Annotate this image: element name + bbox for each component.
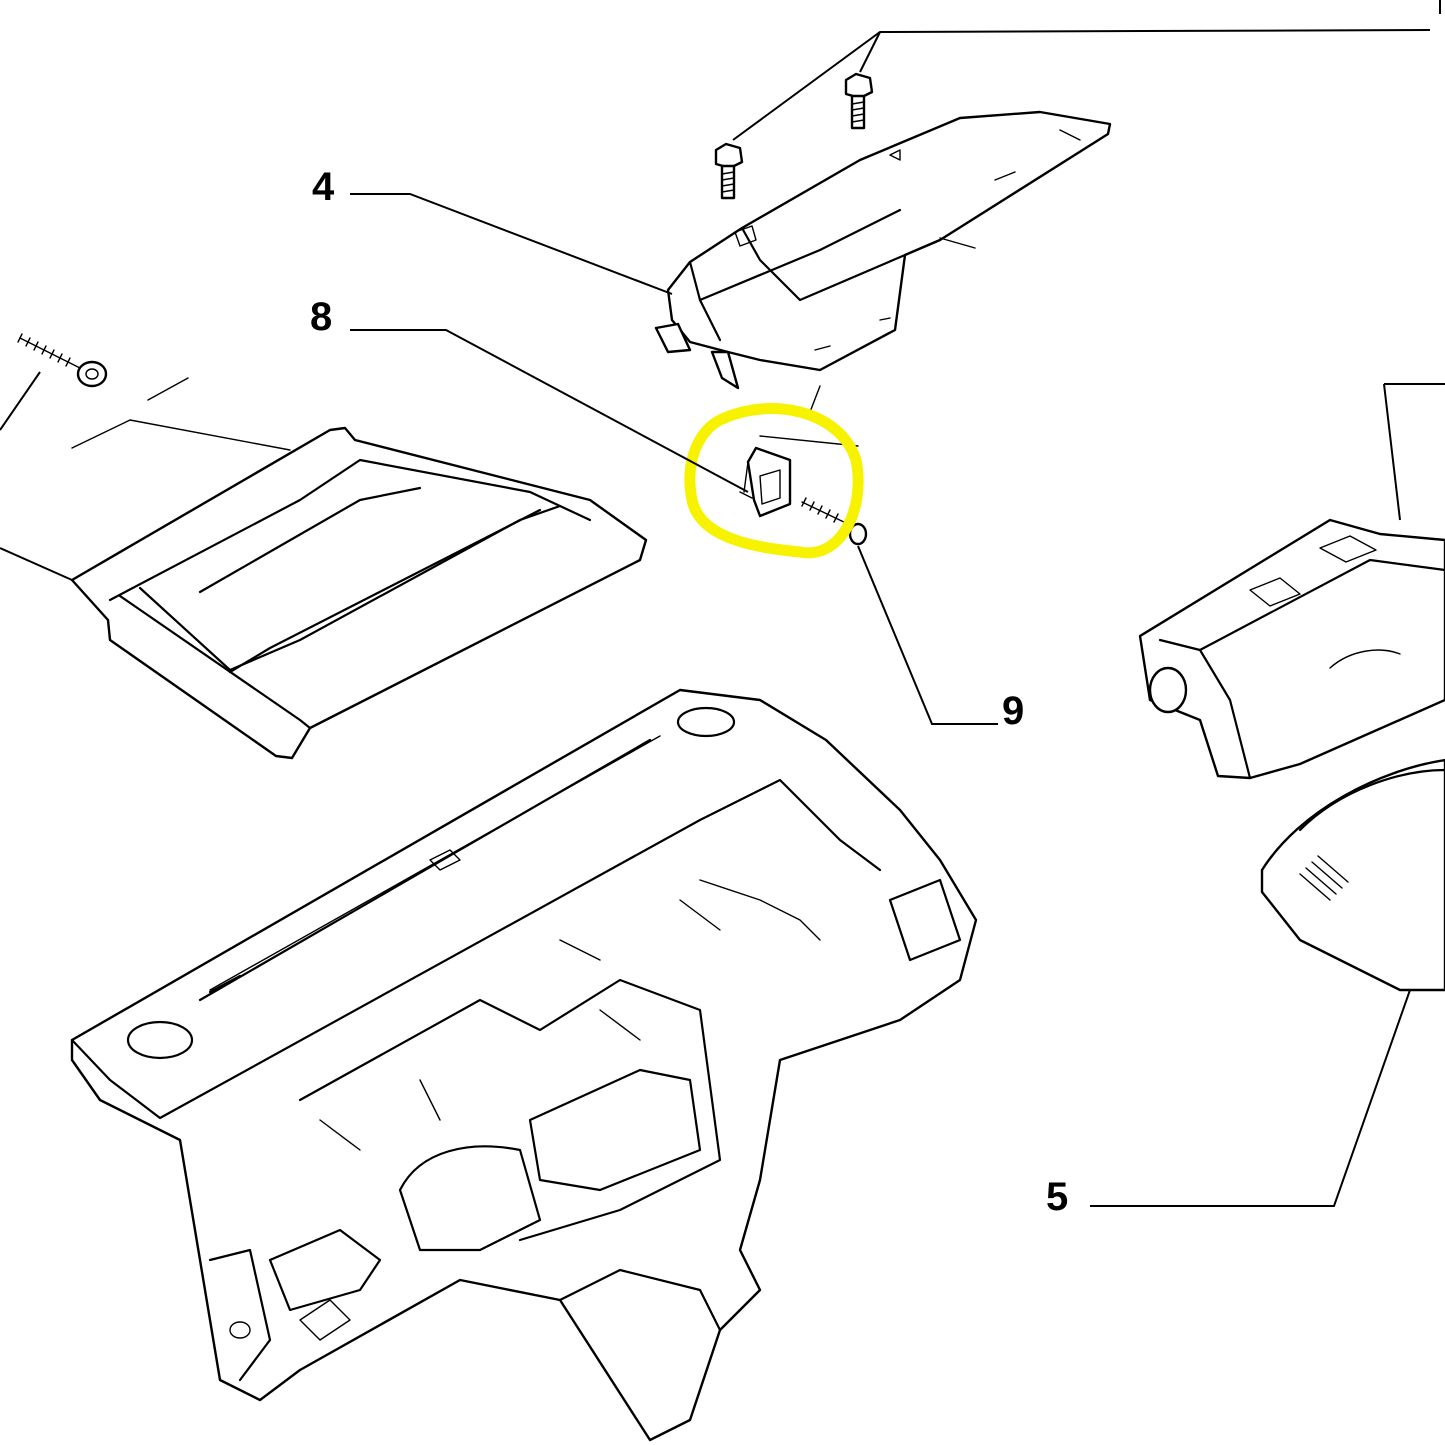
part-4-upper-cover[interactable] [654, 110, 1112, 390]
bolt-right[interactable] [844, 72, 874, 130]
callout-5: 5 [1046, 1175, 1068, 1219]
bolt-pair[interactable] [714, 72, 874, 200]
part-5-side-assembly[interactable] [1138, 518, 1445, 992]
callout-4: 4 [312, 165, 335, 209]
part-8-clip[interactable] [739, 446, 792, 518]
part-8-top-panel[interactable] [70, 377, 648, 760]
dashboard-crossmember[interactable] [70, 688, 978, 1442]
highlight-circle [684, 403, 864, 559]
callout-9: 9 [1002, 689, 1024, 733]
part-9-screw[interactable] [801, 497, 868, 546]
callout-8: 8 [310, 295, 332, 339]
screw-left[interactable] [17, 333, 108, 388]
bolt-left[interactable] [714, 142, 744, 200]
